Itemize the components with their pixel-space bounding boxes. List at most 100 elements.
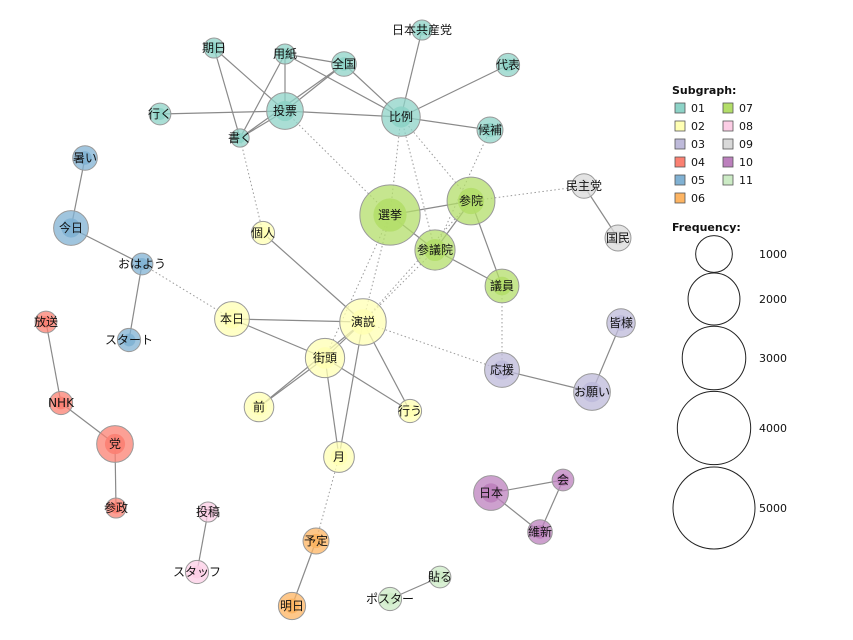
node-label: 参議院: [417, 242, 453, 257]
edge-sanin-minshutou: [470, 185, 585, 202]
node-minasama[interactable]: 皆様: [606, 308, 636, 338]
node-touhyou[interactable]: 投票: [266, 92, 304, 130]
node-core: [350, 309, 376, 335]
node-core: [337, 57, 351, 71]
legend-swatch-05: [674, 174, 686, 186]
node-core: [492, 360, 512, 380]
node-label: 期日: [202, 41, 226, 55]
legend-label-05: 05: [691, 174, 705, 187]
node-core: [274, 100, 296, 122]
edge-daihyou-hirei: [400, 64, 509, 118]
node-layer: 日本共産党期日用紙全国代表行く投票比例候補書く個人本日演説街頭前行う月皆様応援お…: [34, 19, 636, 621]
node-label: 行く: [148, 107, 172, 121]
node-sansei[interactable]: 参政: [104, 497, 128, 519]
node-core: [122, 333, 136, 347]
node-label: 書く: [228, 131, 252, 145]
node-iku[interactable]: 行く: [148, 102, 172, 126]
node-haru[interactable]: 貼る: [428, 565, 452, 589]
edge-sanin-enzetsu: [362, 200, 472, 323]
node-nihon_kyosanto[interactable]: 日本共産党: [392, 19, 452, 41]
node-poster[interactable]: ポスター: [366, 586, 414, 612]
node-core: [308, 533, 324, 549]
legend-label-09: 09: [739, 138, 753, 151]
node-ashita[interactable]: 明日: [277, 591, 307, 621]
frequency-label-5000: 5000: [759, 502, 787, 515]
node-zenkoku[interactable]: 全国: [331, 51, 357, 77]
node-core: [403, 404, 417, 418]
legend-swatch-02: [674, 120, 686, 132]
edge-kijitsu-kaku: [213, 47, 241, 139]
node-core: [577, 179, 591, 193]
legend-label-11: 11: [739, 174, 753, 187]
node-onegai[interactable]: お願い: [573, 373, 611, 411]
node-core: [256, 226, 270, 240]
node-core: [390, 106, 412, 128]
node-core: [154, 108, 166, 120]
node-youshi[interactable]: 用紙: [273, 43, 297, 65]
edge-touhyou-senkyo: [284, 110, 391, 216]
legend-label-01: 01: [691, 102, 705, 115]
node-staff[interactable]: スタッフ: [173, 559, 221, 585]
node-core: [492, 276, 512, 296]
node-nihon[interactable]: 日本: [473, 475, 509, 511]
node-daihyou[interactable]: 代表: [495, 52, 521, 78]
legend-swatch-09: [722, 138, 734, 150]
node-kai[interactable]: 会: [551, 468, 575, 492]
node-kijitsu[interactable]: 期日: [202, 37, 226, 59]
legend-label-06: 06: [691, 192, 705, 205]
legend-label-08: 08: [739, 120, 753, 133]
node-ohayou[interactable]: おはよう: [118, 252, 166, 276]
node-label: 今日: [59, 220, 83, 235]
node-label: 用紙: [273, 46, 297, 61]
node-start[interactable]: スタート: [105, 327, 153, 353]
node-enzetsu[interactable]: 演説: [339, 298, 387, 346]
node-kojin[interactable]: 個人: [250, 220, 276, 246]
node-housou[interactable]: 放送: [34, 310, 58, 334]
node-core: [481, 483, 501, 503]
node-sanin[interactable]: 参院: [446, 176, 496, 226]
node-atsui[interactable]: 暑い: [72, 145, 98, 171]
node-senkyo[interactable]: 選挙: [359, 184, 421, 246]
frequency-circle-3000: [681, 325, 747, 391]
edge-tsuki-yotei: [315, 456, 340, 542]
node-core: [104, 433, 126, 455]
edge-enzetsu-ouen: [362, 321, 503, 371]
node-toukou[interactable]: 投稿: [196, 501, 220, 523]
node-kaku[interactable]: 書く: [228, 128, 252, 148]
node-label: 全国: [332, 56, 356, 71]
node-sangiin[interactable]: 参議院: [414, 229, 456, 271]
node-nhk[interactable]: NHK: [48, 390, 75, 416]
node-tsuki[interactable]: 月: [323, 441, 355, 473]
node-okonau[interactable]: 行う: [397, 398, 423, 424]
node-label: 暑い: [73, 151, 97, 165]
node-label: 予定: [304, 533, 328, 548]
node-kyou[interactable]: 今日: [53, 210, 89, 246]
node-label: 国民: [606, 231, 630, 245]
node-core: [557, 474, 569, 486]
node-ouen[interactable]: 応援: [484, 352, 520, 388]
node-core: [202, 506, 214, 518]
node-mae[interactable]: 前: [243, 391, 275, 423]
node-core: [416, 24, 428, 36]
node-label: 月: [333, 450, 345, 464]
node-tou[interactable]: 党: [96, 425, 134, 463]
node-core: [136, 258, 148, 270]
node-yotei[interactable]: 予定: [302, 527, 330, 555]
node-kouho[interactable]: 候補: [476, 116, 504, 144]
node-label: 党: [109, 436, 121, 451]
node-gaitou[interactable]: 街頭: [304, 337, 346, 379]
node-kokumin[interactable]: 国民: [604, 224, 632, 252]
node-label: 日本: [479, 486, 503, 500]
edge-housou-nhk: [45, 321, 62, 404]
node-giin[interactable]: 議員: [484, 268, 520, 304]
node-hirei[interactable]: 比例: [381, 97, 421, 137]
node-label: 参院: [459, 193, 483, 208]
frequency-label-2000: 2000: [759, 293, 787, 306]
node-core: [457, 187, 485, 215]
node-core: [284, 598, 300, 614]
node-label: 応援: [490, 363, 514, 377]
node-honjitsu[interactable]: 本日: [214, 301, 250, 337]
node-ishin[interactable]: 維新: [527, 519, 553, 545]
node-minshutou[interactable]: 民主党: [566, 173, 602, 199]
